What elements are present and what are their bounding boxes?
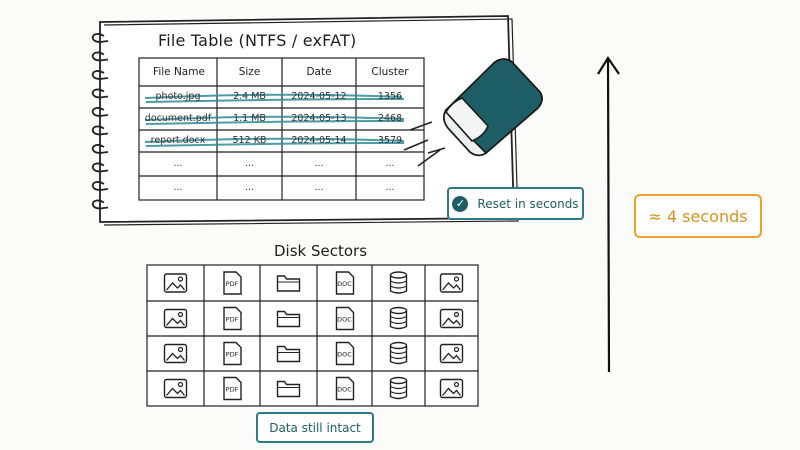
table-cell-date: 2024-05-14: [291, 135, 347, 146]
table-cell-size: 1.1 MB: [233, 113, 266, 124]
pdf-icon: PDF: [223, 341, 242, 366]
eraser-icon: [403, 58, 543, 167]
pdf-label: PDF: [226, 280, 239, 288]
table-cell-file-name: report.docx: [150, 135, 206, 146]
pdf-icon: PDF: [223, 376, 242, 401]
database-icon: [389, 341, 408, 365]
table-cell-file-name: ...: [173, 158, 183, 169]
disk-sectors-title: Disk Sectors: [274, 242, 368, 260]
table-cell-date: ...: [314, 158, 324, 169]
spiral-ring: [91, 181, 109, 191]
column-header-size: Size: [238, 66, 261, 78]
file-table-title: File Table (NTFS / exFAT): [158, 31, 357, 50]
doc-label: DOC: [337, 280, 352, 288]
table-cell-date: 2024-05-13: [291, 113, 347, 124]
doc-icon: DOC: [335, 271, 355, 295]
file-table-grid: [138, 57, 425, 201]
image-icon: [163, 308, 188, 329]
table-cell-date: 2024-05-12: [291, 91, 347, 102]
doc-label: DOC: [337, 351, 352, 359]
check-icon: ✓: [452, 195, 469, 212]
folder-icon: [276, 310, 301, 328]
spiral-ring: [91, 70, 109, 80]
image-icon: [439, 273, 464, 293]
table-cell-cluster: 3579: [377, 135, 403, 146]
spiral-ring: [91, 88, 109, 99]
pdf-icon: PDF: [223, 306, 242, 331]
spiral-ring: [91, 125, 109, 136]
column-header-cluster: Cluster: [371, 66, 409, 78]
table-cell-size: ...: [244, 158, 255, 169]
database-icon: [389, 306, 408, 330]
data-still-intact-badge: Data still intact: [256, 412, 374, 443]
image-icon: [439, 378, 464, 399]
doc-label: DOC: [337, 386, 352, 394]
folder-icon: [276, 275, 301, 292]
table-cell-cluster: 2468: [377, 113, 403, 124]
table-cell-size: 2.4 MB: [233, 91, 266, 102]
spiral-ring: [91, 199, 109, 210]
reset-in-seconds-badge: ✓ Reset in seconds: [447, 187, 584, 220]
spiral-ring: [91, 51, 109, 62]
four-seconds-badge: ≈ 4 seconds: [634, 194, 762, 238]
reset-in-seconds-label: Reset in seconds: [477, 196, 579, 211]
notebook-spiral: [91, 33, 109, 210]
disk-sector-grid: [146, 264, 479, 407]
table-cell-file-name: ...: [173, 182, 183, 193]
data-still-intact-label: Data still intact: [269, 420, 361, 435]
image-icon: [163, 343, 188, 364]
column-header-file-name: File Name: [153, 66, 205, 78]
column-header-date: Date: [306, 66, 332, 78]
table-cell-file-name: document.pdf: [144, 113, 212, 124]
table-cell-cluster: ...: [385, 158, 395, 169]
time-arrow: [597, 55, 620, 373]
doc-label: DOC: [337, 316, 352, 324]
image-icon: [163, 378, 188, 399]
spiral-ring: [91, 162, 109, 173]
spiral-ring: [91, 107, 109, 117]
pdf-icon: PDF: [223, 271, 242, 295]
sector-icons: PDF DOC PDF DOC PDF DOC PDF DOC: [163, 271, 464, 401]
image-icon: [163, 273, 188, 293]
four-seconds-label: ≈ 4 seconds: [648, 206, 748, 226]
table-cell-cluster: 1356: [377, 91, 403, 102]
doc-icon: DOC: [335, 376, 355, 401]
database-icon: [389, 271, 408, 294]
table-cell-cluster: ...: [385, 182, 395, 193]
table-cell-file-name: photo.jpg: [155, 91, 201, 102]
database-icon: [389, 376, 408, 400]
strike-lines: [144, 93, 405, 147]
pdf-label: PDF: [226, 386, 239, 394]
folder-icon: [276, 345, 301, 363]
pdf-label: PDF: [226, 351, 239, 359]
spiral-ring: [91, 33, 109, 43]
doc-icon: DOC: [335, 306, 355, 331]
image-icon: [439, 343, 464, 364]
table-cell-size: 512 KB: [232, 135, 267, 146]
folder-icon: [276, 380, 301, 398]
doc-icon: DOC: [335, 341, 355, 366]
table-cell-size: ...: [244, 182, 255, 193]
spiral-ring: [91, 144, 109, 154]
pdf-label: PDF: [226, 316, 239, 324]
table-cell-date: ...: [314, 182, 324, 193]
image-icon: [439, 308, 464, 329]
